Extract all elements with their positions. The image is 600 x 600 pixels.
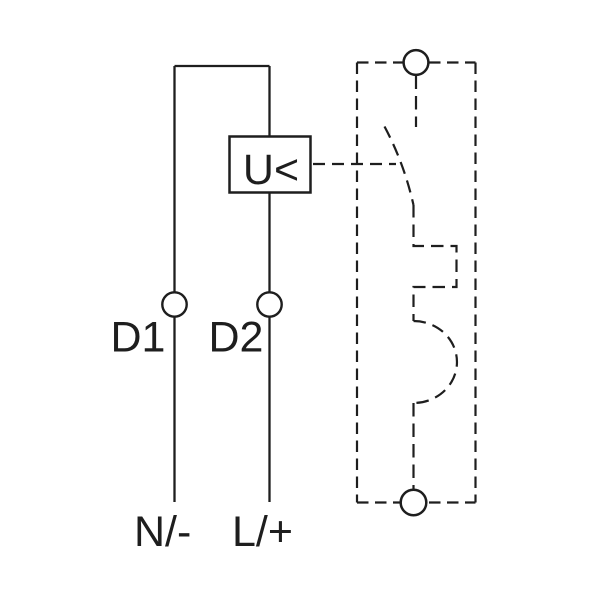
supply-label-line: L/+ [232, 508, 293, 556]
breaker-top-port-circle [402, 48, 430, 77]
labels-group: U< D1 D2 N/- L/+ [111, 146, 300, 556]
undervoltage-release-box [228, 135, 312, 194]
terminal-circle-d2 [256, 291, 283, 318]
terminal-circle-d1 [161, 291, 188, 318]
terminal-label-d1: D1 [111, 314, 166, 362]
terminal-label-d2: D2 [209, 314, 264, 362]
wiring-group [161, 48, 430, 517]
breaker-bottom-port-circle [399, 488, 428, 517]
undervoltage-release-label: U< [243, 146, 299, 194]
supply-label-neutral: N/- [134, 508, 191, 556]
armature-arc [413, 319, 459, 405]
latch-notch-path [412, 205, 458, 321]
contact-blade [383, 125, 415, 206]
